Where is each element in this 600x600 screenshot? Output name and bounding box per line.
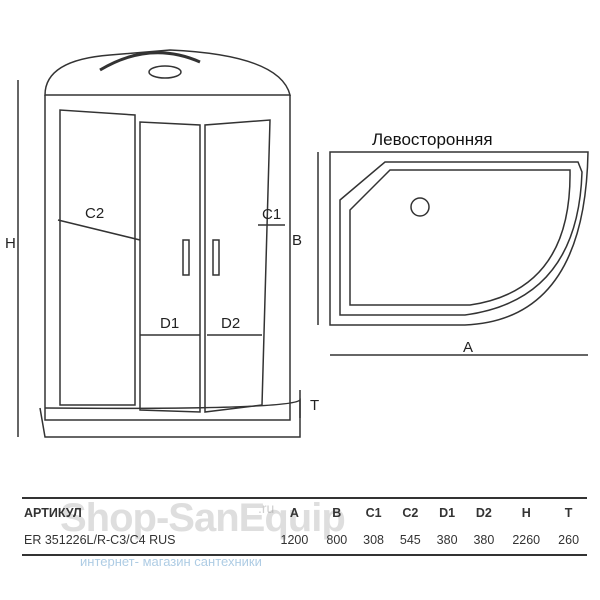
- door-left: [139, 121, 201, 413]
- label-a: A: [463, 339, 473, 356]
- shower-cabin-drawing: H C2 C1 D1 D2 T Левосторонняя B A: [5, 49, 589, 438]
- label-b: B: [292, 232, 302, 249]
- cell: 380: [436, 533, 458, 547]
- watermark-brand: Shop-SanEquip: [60, 496, 346, 540]
- cell: 2260: [512, 533, 541, 547]
- col-header: A: [289, 505, 299, 520]
- col-header: D1: [439, 505, 456, 520]
- col-header: H: [521, 505, 531, 520]
- col-header: C2: [402, 505, 419, 520]
- label-c2: C2: [85, 205, 104, 222]
- label-t: T: [310, 397, 319, 414]
- label-d1: D1: [160, 315, 179, 332]
- label-h: H: [5, 235, 16, 252]
- handle-left: [182, 239, 190, 276]
- left-panel: [59, 109, 136, 406]
- drain: [410, 197, 430, 217]
- top-view: [317, 151, 589, 356]
- cell: 800: [326, 533, 348, 547]
- col-header: B: [332, 505, 342, 520]
- label-d2: D2: [221, 315, 240, 332]
- diagram-title: Левосторонняя: [372, 130, 493, 149]
- table-header-row: АРТИКУЛ A B C1 C2 D1 D2 H T: [22, 498, 587, 526]
- col-header: T: [564, 505, 573, 520]
- label-c1: C1: [262, 206, 281, 223]
- cell: 380: [473, 533, 495, 547]
- watermark-domain: .ru: [258, 500, 275, 516]
- col-header: C1: [365, 505, 382, 520]
- top-hose: [99, 51, 201, 72]
- col-header: АРТИКУЛ: [24, 505, 82, 520]
- col-header: D2: [475, 505, 492, 520]
- cell: 545: [399, 533, 421, 547]
- handle-right: [212, 239, 220, 276]
- cell: 260: [558, 533, 580, 547]
- front-view: [17, 49, 301, 438]
- cell: ER 351226L/R-C3/C4 RUS: [24, 533, 176, 547]
- cell: 308: [363, 533, 384, 547]
- shower-head: [148, 65, 182, 79]
- table-row: ER 351226L/R-C3/C4 RUS 1200 800 308 545 …: [22, 526, 587, 555]
- watermark-tagline: интернет- магазин сантехники: [80, 554, 262, 569]
- door-right: [204, 119, 271, 413]
- spec-table: АРТИКУЛ A B C1 C2 D1 D2 H T ER 351226L/R…: [22, 497, 587, 556]
- cell: 1200: [280, 533, 309, 547]
